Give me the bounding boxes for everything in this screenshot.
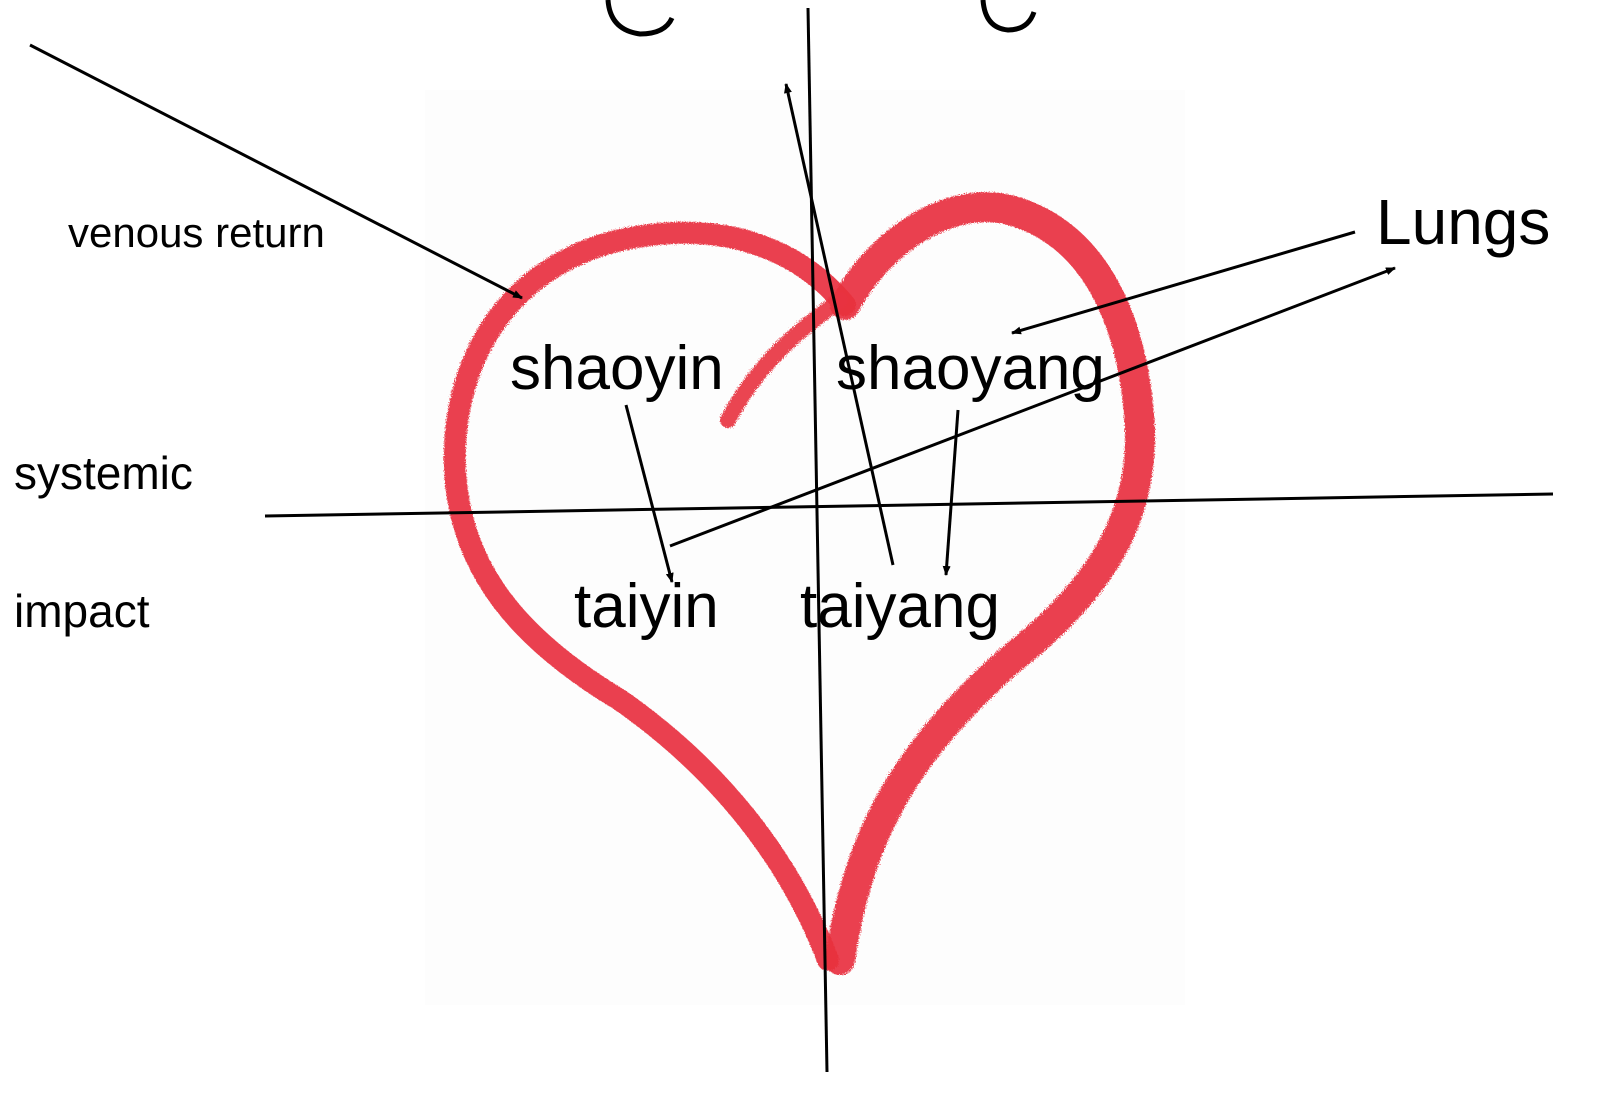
taiyin-label: taiyin xyxy=(574,576,719,638)
heart-outline xyxy=(455,207,1140,960)
title-fragment xyxy=(608,0,1034,34)
taiyang-label: taiyang xyxy=(800,576,1000,638)
systemic-label: systemic xyxy=(14,450,193,496)
lungs-label: Lungs xyxy=(1376,190,1550,254)
shaoyang-label: shaoyang xyxy=(836,338,1105,400)
impact-label: impact xyxy=(14,588,149,634)
venous-return-label: venous return xyxy=(68,212,325,254)
shaoyin-to-taiyin-arrow xyxy=(626,405,672,582)
venous-return-arrow xyxy=(30,45,522,298)
shaoyin-label: shaoyin xyxy=(510,338,724,400)
